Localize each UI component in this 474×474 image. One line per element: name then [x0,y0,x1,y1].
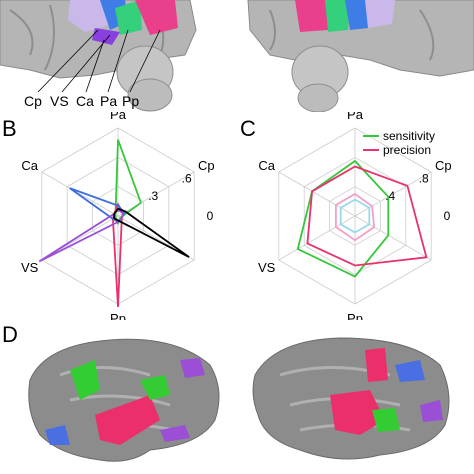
tick-label-0: .6 [182,172,192,186]
axis-label-pp: Pp [347,311,363,320]
axis-label-cp: Cp [435,158,452,173]
axis-label-vs: VS [258,260,276,275]
legend-label-sensitivity: sensitivity [383,129,435,143]
grid-spoke-1 [354,171,432,217]
axis-label-pp: Pp [110,311,126,320]
region-labels: Cp VS Ca Pa Pp [24,93,139,109]
grid-spoke-4 [278,215,356,261]
region-label-cp: Cp [24,93,42,109]
region-label-ca: Ca [76,93,94,109]
series-polygon-4 [113,207,190,258]
left-brain-surface [0,0,197,112]
left-hemisphere [28,338,220,462]
tick-label-1: .4 [385,189,395,203]
axis-label-pa: Pa [110,112,127,122]
axis-label-pa: Pa [347,112,364,122]
region-label-pp: Pp [122,93,139,109]
tick-label-2: 0 [207,209,214,223]
panel-d-cortical-maps [28,337,450,462]
panel-label-d: D [2,322,18,347]
axis-label-cp: Cp [198,158,215,173]
axis-label-ca: Ca [21,158,38,173]
tick-label-1: .3 [148,189,158,203]
panel-label-c: C [240,116,256,141]
series-polygon-0 [114,139,142,226]
grid-spoke-1 [117,171,195,217]
tick-label-2: 0 [444,209,451,223]
grid-spoke-2 [354,215,432,261]
legend-label-precision: precision [383,143,431,157]
right-brain-surface [247,0,474,112]
series-polygon-1 [306,165,428,267]
region-label-vs: VS [50,93,69,109]
region-leader-lines [37,29,161,93]
grid-spoke-5 [41,171,119,217]
axis-label-vs: VS [21,260,39,275]
series-polygon-2 [335,192,376,242]
series-polygon-3 [339,198,371,234]
axis-label-ca: Ca [258,158,275,173]
panel-label-b: B [2,116,17,141]
grid-spoke-5 [278,171,356,217]
tick-label-0: .8 [419,172,429,186]
region-label-pa: Pa [100,93,117,109]
right-hemisphere [252,337,450,460]
panel-a-brain-renderings: Cp VS Ca Pa Pp [0,0,474,112]
